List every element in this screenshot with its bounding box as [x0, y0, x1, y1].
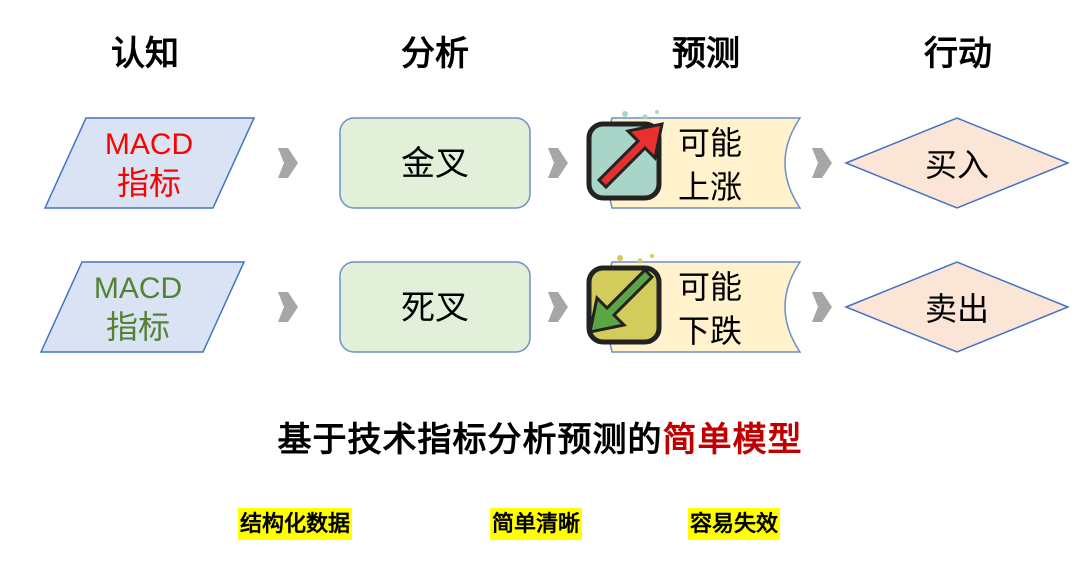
tag-easy-fail: 容易失效: [688, 508, 781, 540]
model-title: 基于技术指标分析预测的简单模型: [0, 412, 1080, 461]
flow-row-sell: MACD 指标 死叉 可能 下跌 卖出: [39, 254, 1070, 353]
signal-box: [339, 117, 531, 209]
action-diamond: [844, 261, 1070, 353]
title-highlight: 简单模型: [662, 420, 803, 460]
prediction-line1: 可能: [678, 124, 742, 162]
tag-simple-clear: 简单清晰: [490, 508, 583, 540]
action-label: 卖出: [925, 290, 989, 328]
signal-label: 死叉: [401, 288, 469, 328]
header-action: 行动: [924, 34, 992, 74]
prediction-line2: 下跌: [678, 312, 742, 350]
header-cognition: 认知: [111, 34, 179, 74]
flow-row-buy: MACD 指标 金叉 可能 上涨 买入: [43, 110, 1070, 209]
action-label: 买入: [925, 146, 989, 184]
indicator-parallelogram: [43, 117, 256, 209]
action-diamond: [844, 117, 1070, 209]
arrow-up-right-icon: [586, 110, 664, 201]
flow-arrow: [812, 148, 832, 178]
arrow-down-left-icon: [586, 254, 662, 345]
flow-diagram: MACD 指标 金叉 可能 上涨 买入 MACD 指标 死叉: [39, 110, 1070, 353]
prediction-line2: 上涨: [678, 168, 742, 206]
signal-box: [339, 261, 531, 353]
indicator-label-line1: MACD: [105, 128, 193, 161]
indicator-label-line1: MACD: [94, 272, 182, 305]
flow-arrow: [278, 292, 298, 322]
prediction-line1: 可能: [678, 268, 742, 306]
indicator-label-line2: 指标: [117, 164, 181, 202]
title-main: 基于技术指标分析预测的: [277, 420, 663, 460]
signal-label: 金叉: [401, 144, 469, 184]
indicator-parallelogram: [39, 261, 246, 353]
indicator-label-line2: 指标: [106, 308, 170, 346]
header-analysis: 分析: [401, 34, 469, 74]
flow-arrow: [812, 292, 832, 322]
tag-structured-data: 结构化数据: [238, 508, 353, 540]
flow-arrow: [548, 292, 568, 322]
flow-arrow: [548, 148, 568, 178]
header-prediction: 预测: [672, 34, 740, 74]
flow-arrow: [278, 148, 298, 178]
